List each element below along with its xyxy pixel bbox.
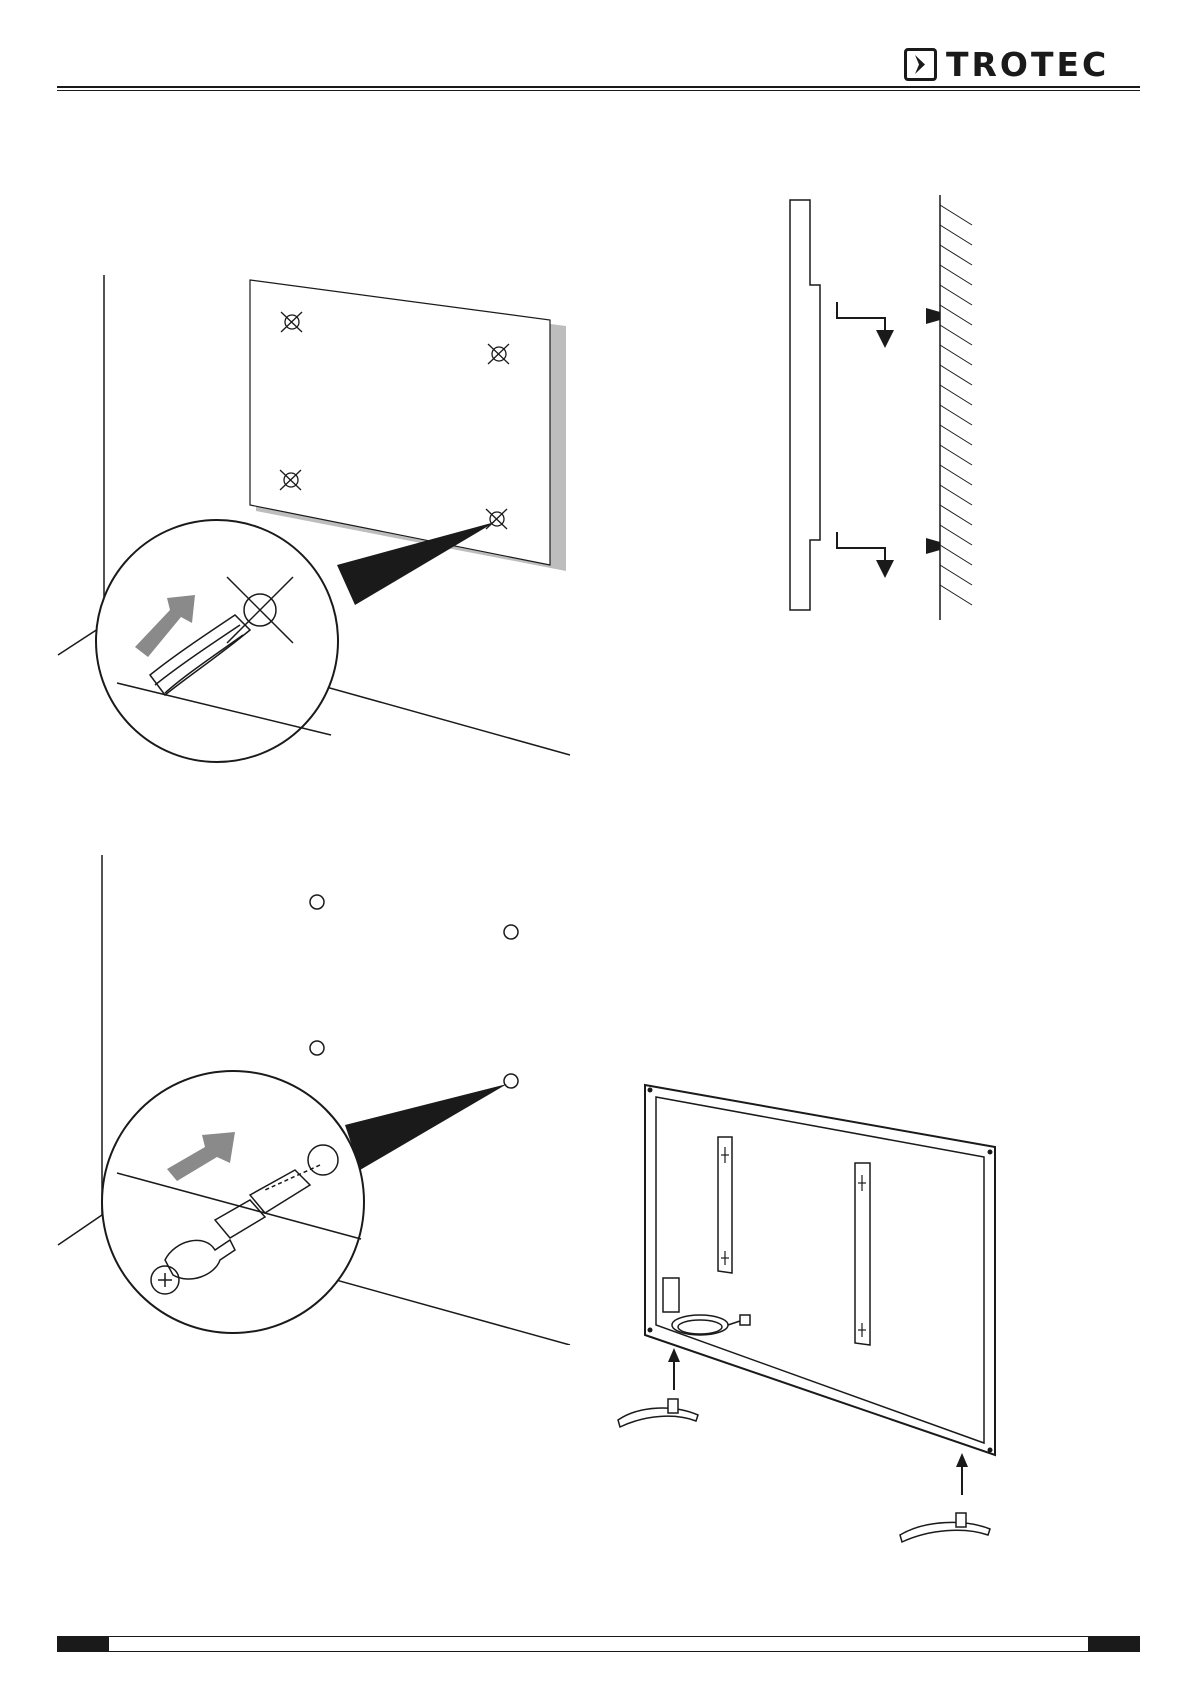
- dowel-screw-icon: [55, 855, 575, 1345]
- figure-insert-dowels: [55, 855, 575, 1345]
- stand-feet-icon: [600, 1075, 1020, 1575]
- figure-attach-stand-feet: [600, 1075, 1020, 1575]
- logo-chevron-icon: [904, 48, 937, 81]
- figure-drill-holes: [55, 265, 575, 765]
- header-rule-thin: [57, 90, 1140, 91]
- trotec-logo: TROTEC: [904, 48, 1140, 84]
- figure-hang-on-brackets: [780, 190, 980, 630]
- footer-rule: [57, 1636, 1140, 1652]
- logo-text: TROTEC: [946, 45, 1109, 85]
- drill-icon: [55, 265, 575, 765]
- page-footer: [57, 1636, 1140, 1652]
- footer-left-block: [57, 1636, 109, 1652]
- footer-right-block: [1088, 1636, 1140, 1652]
- header-rule: [57, 86, 1140, 88]
- wall-bracket-icon: [780, 190, 980, 630]
